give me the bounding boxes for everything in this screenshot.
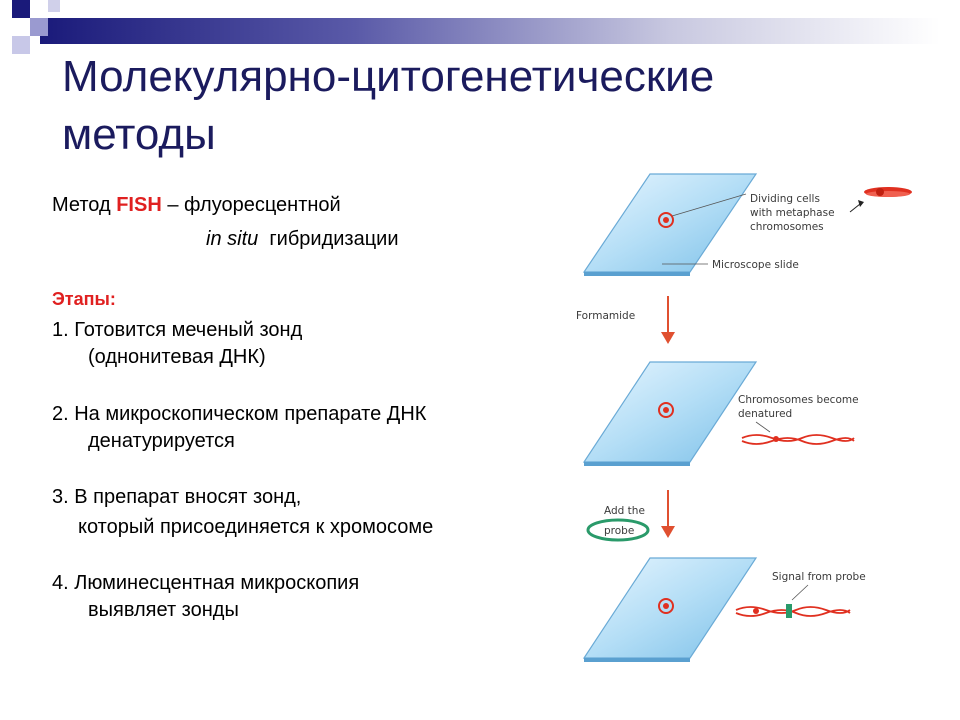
arrow-down-icon-2 bbox=[661, 490, 675, 538]
cell-icon-3 bbox=[658, 598, 674, 614]
label-dividing-cells-2: with metaphase bbox=[750, 207, 835, 219]
label-formamide: Formamide bbox=[576, 310, 635, 322]
step-2-line-2: денатурируется bbox=[88, 430, 235, 452]
method-hybridization: гибридизации bbox=[258, 228, 399, 250]
step-4-line-1: 4. Люминесцентная микроскопия bbox=[52, 572, 360, 594]
slide-1: Dividing cells with metaphase chromosome… bbox=[582, 173, 912, 276]
title-bar-decoration bbox=[40, 18, 940, 44]
stages-label: Этапы: bbox=[52, 289, 116, 309]
decor-square-1 bbox=[12, 0, 30, 18]
probe-icon: probe bbox=[586, 518, 650, 542]
decor-square-3 bbox=[12, 36, 30, 54]
step-3-line-2: который присоединяется к хромосоме bbox=[78, 516, 434, 538]
method-fish: FISH bbox=[116, 194, 162, 216]
cell-icon-2 bbox=[658, 402, 674, 418]
signal-chromosome-icon bbox=[735, 604, 851, 618]
label-denatured-1: Chromosomes become bbox=[738, 394, 859, 406]
title-line-2: методы bbox=[62, 110, 216, 159]
fish-diagram: Dividing cells with metaphase chromosome… bbox=[576, 173, 912, 662]
method-prefix: Метод bbox=[52, 194, 117, 216]
step-3-line-1: 3. В препарат вносят зонд, bbox=[52, 486, 302, 508]
step-2-line-1: 2. На микроскопическом препарате ДНК bbox=[52, 403, 427, 425]
method-in-situ: in situ bbox=[206, 228, 259, 250]
label-signal-from-probe: Signal from probe bbox=[772, 571, 866, 583]
decor-square-4 bbox=[48, 0, 60, 12]
step-1-line-2: (однонитевая ДНК) bbox=[88, 346, 266, 368]
step-1-line-1: 1. Готовится меченый зонд bbox=[52, 319, 303, 341]
slide-2: Chromosomes become denatured bbox=[582, 361, 859, 466]
label-dividing-cells-3: chromosomes bbox=[750, 221, 824, 233]
denatured-chromosome-icon bbox=[741, 434, 855, 445]
decor-square-2 bbox=[30, 18, 48, 36]
slide-3: Signal from probe bbox=[582, 557, 866, 662]
chromosome-enlarged-icon bbox=[864, 187, 912, 197]
label-dividing-cells-1: Dividing cells bbox=[750, 193, 820, 205]
label-probe: probe bbox=[604, 525, 634, 537]
cell-icon-1 bbox=[658, 212, 674, 228]
arrow-down-icon-1 bbox=[661, 296, 675, 344]
step-4-line-2: выявляет зонды bbox=[88, 599, 239, 621]
label-microscope-slide: Microscope slide bbox=[712, 259, 799, 271]
label-add-the: Add the bbox=[604, 505, 645, 517]
method-line-2: in situ гибридизации bbox=[206, 228, 399, 251]
method-line: Метод FISH – флуоресцентной bbox=[52, 194, 341, 217]
slide-title: Молекулярно-цитогенетические методы bbox=[62, 48, 922, 164]
title-line-1: Молекулярно-цитогенетические bbox=[62, 52, 715, 101]
method-suffix: – флуоресцентной bbox=[161, 194, 341, 216]
label-denatured-2: denatured bbox=[738, 408, 792, 420]
